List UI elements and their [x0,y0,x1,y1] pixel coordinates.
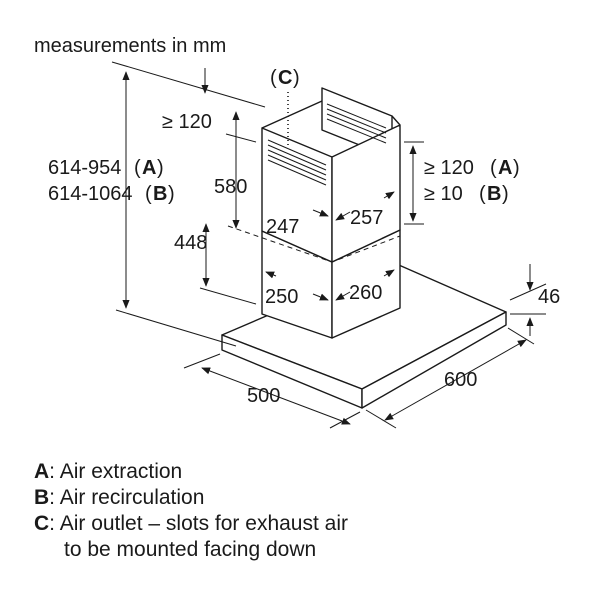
legend-key-c: C [34,512,50,535]
total-height-b-value: 614-1064 [48,183,133,205]
outlet-letter-close: ) [293,67,300,89]
dim-260-arrow-right [383,269,395,278]
legend-text-a: Air extraction [59,460,183,483]
measurements-title: measurements in mm [34,35,226,57]
upper-chimney [261,87,401,263]
lower-chimney [261,229,401,339]
total-height-b-open: ( [145,183,152,205]
side-a-letter: A [498,157,512,179]
lower-chimney-height-dimension [199,223,257,305]
top-clearance-label: ≥ 120 [162,111,212,133]
depth-dimension [365,327,535,429]
dim-250-arrow [312,293,329,301]
canopy-thickness-dimension [509,264,547,336]
outlet-letter-c: C [278,67,292,89]
dim-500-label: 500 [247,385,280,407]
total-height-dimension [115,71,237,347]
total-height-b-close: ) [168,183,175,205]
legend-text-b: Air recirculation [59,486,205,509]
side-clearance-dimension [404,141,424,225]
dim-600-label: 600 [444,369,477,391]
dim-260-arrow [335,291,351,301]
dim-257-label: 257 [350,207,383,229]
dim-448-label: 448 [174,232,207,254]
side-a-close: ) [513,157,520,179]
dim-580-label: 580 [214,176,247,198]
total-height-a-value: 614-954 [48,157,121,179]
dim-257-arrow [335,211,351,221]
side-b-close: ) [502,183,509,205]
legend-item-c: C: Air outlet – slots for exhaust air [34,512,348,535]
legend-text-c: Air outlet – slots for exhaust air [59,512,348,535]
dim-250-arrow-left [265,271,277,279]
air-outlet-slots-back [326,103,387,144]
side-b-open: ( [479,183,486,205]
total-height-a-letter: A [142,157,156,179]
total-height-a-close: ) [157,157,164,179]
dim-247-label: 247 [266,216,299,238]
upper-chimney-height-dimension [225,111,257,229]
total-height-a-open: ( [134,157,141,179]
dim-260-label: 260 [349,282,382,304]
dim-250-label: 250 [265,286,298,308]
dim-46-label: 46 [538,286,560,308]
legend-item-c-continued: to be mounted facing down [34,537,348,563]
width-dimension [183,353,361,429]
side-b-letter: B [487,183,501,205]
air-outlet-slots-front [267,139,327,186]
legend-text-c-continued: to be mounted facing down [64,538,317,561]
top-clearance-dimension [111,61,266,108]
dim-247-arrow [312,209,329,217]
side-a-value: ≥ 120 [424,157,474,179]
legend-item-a: A: Air extraction [34,460,183,483]
side-a-open: ( [490,157,497,179]
side-b-value: ≥ 10 [424,183,463,205]
legend-key-a: A [34,460,50,483]
legend: A: Air extraction B: Air recirculation C… [34,459,348,563]
dim-257-arrow-right [383,191,395,200]
chimney-section-line [227,225,401,263]
legend-item-b: B: Air recirculation [34,486,205,509]
outlet-letter-open: ( [270,67,277,89]
legend-key-b: B [34,486,50,509]
total-height-b-letter: B [153,183,167,205]
